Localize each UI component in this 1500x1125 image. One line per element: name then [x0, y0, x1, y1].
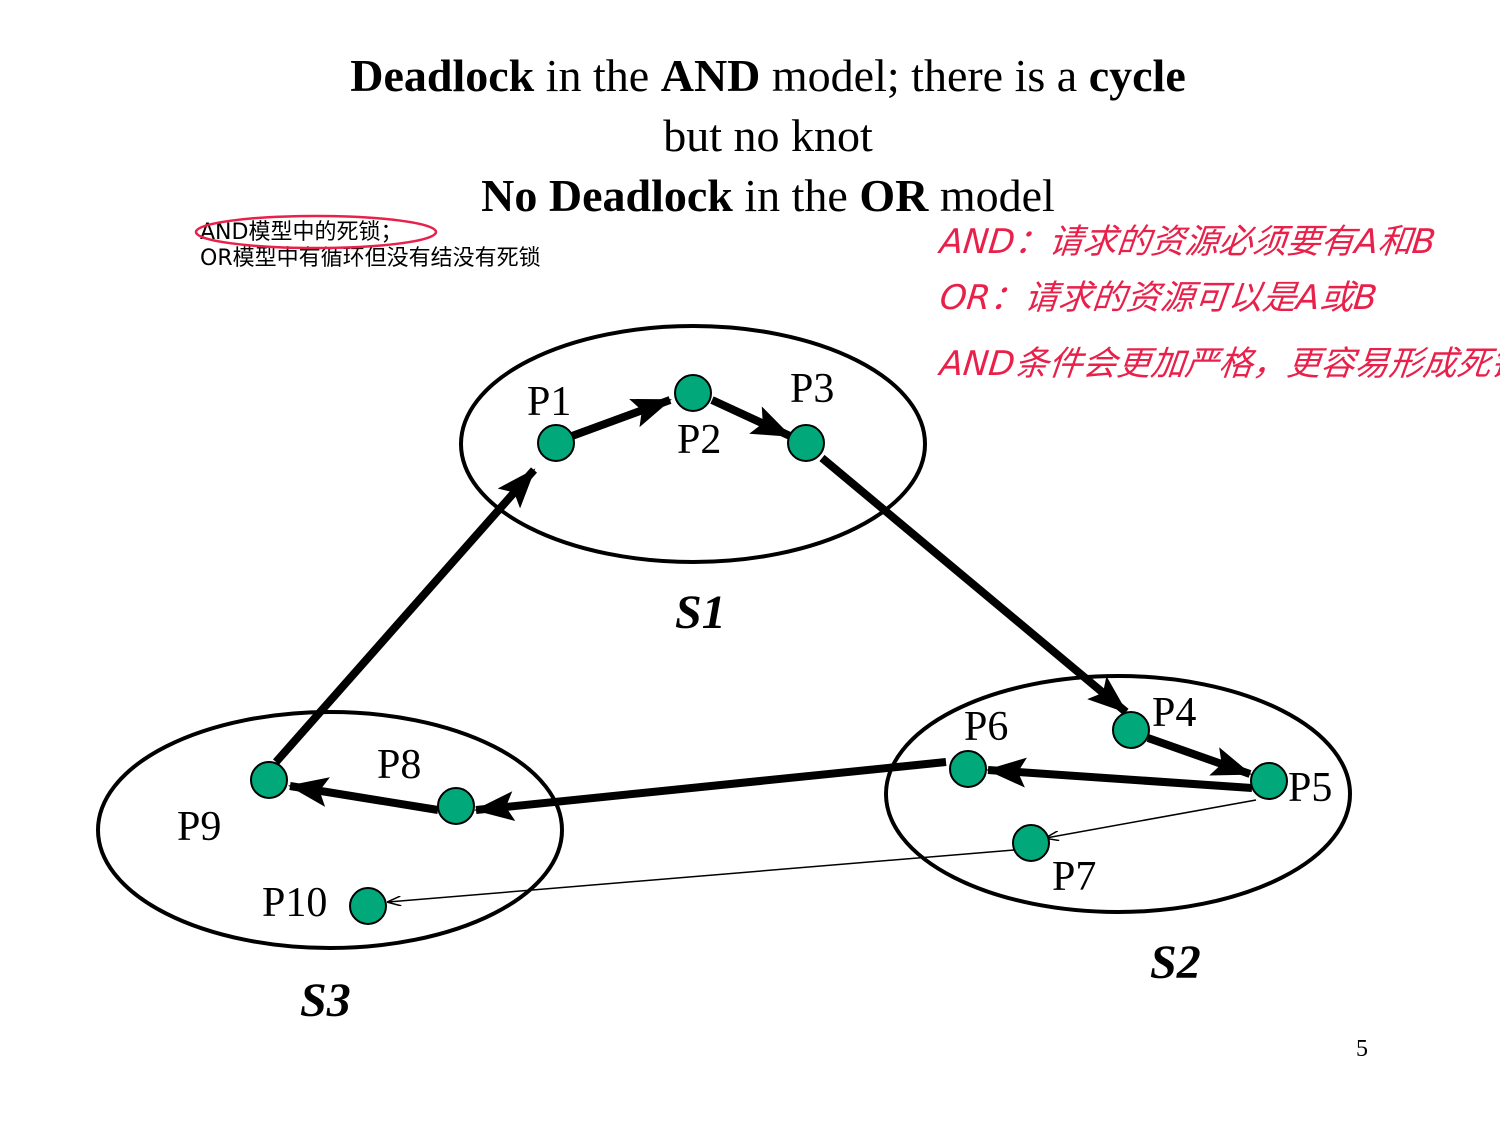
site-s2-ellipse [884, 674, 1352, 914]
node-p2 [674, 374, 712, 412]
label-p6: P6 [964, 704, 1008, 750]
edge-p2-p3 [710, 396, 792, 440]
title-and: AND [660, 50, 761, 101]
title-line-2: but no knot [663, 110, 873, 161]
edge-p7-p10 [388, 849, 1015, 902]
title-line-1: Deadlock in the AND model; there is a cy… [0, 48, 1500, 104]
site-s3-ellipse [96, 710, 564, 950]
page-number: 5 [1356, 1036, 1368, 1062]
edge-p6-p8 [474, 758, 947, 822]
title-no-deadlock: No Deadlock [481, 170, 733, 221]
label-p9: P9 [177, 804, 221, 850]
edge-p9-p1 [273, 467, 537, 765]
edge-p8-p9 [288, 777, 439, 814]
label-s1: S1 [675, 586, 726, 639]
label-p3: P3 [790, 366, 834, 412]
label-p10: P10 [262, 880, 327, 926]
label-p1: P1 [527, 379, 571, 425]
title-text: model [928, 170, 1055, 221]
node-p8 [437, 787, 475, 825]
site-s1-ellipse [459, 324, 927, 564]
edge-p5-p6 [986, 757, 1253, 792]
node-p10 [349, 887, 387, 925]
label-s2: S2 [1150, 936, 1201, 989]
label-p7: P7 [1052, 854, 1096, 900]
edge-p3-p4 [819, 454, 1129, 716]
title-cycle: cycle [1088, 50, 1186, 101]
title-text: in the [534, 50, 661, 101]
note-and-deadlock: AND模型中的死锁； [200, 220, 403, 245]
highlight-circle [194, 214, 438, 250]
label-s3: S3 [300, 974, 351, 1027]
label-p4: P4 [1152, 690, 1196, 736]
note-or-no-deadlock: OR模型中有循环但没有结没有死锁 [200, 246, 541, 271]
title-deadlock: Deadlock [350, 50, 535, 101]
node-p1 [537, 424, 575, 462]
title-text: model; there is a [760, 50, 1089, 101]
label-p8: P8 [377, 742, 421, 788]
node-p9 [250, 761, 288, 799]
node-p4 [1112, 711, 1150, 749]
node-p6 [949, 750, 987, 788]
edge-p1-p2 [570, 396, 672, 440]
edge-p4-p5 [1146, 734, 1252, 778]
title-text: in the [732, 170, 860, 221]
title-or: OR [859, 170, 929, 221]
edge-p5-p7 [1046, 799, 1257, 838]
node-p7 [1012, 824, 1050, 862]
node-p3 [787, 424, 825, 462]
node-p5 [1250, 762, 1288, 800]
label-p5: P5 [1288, 765, 1332, 811]
title-line-3: No Deadlock in the OR model [0, 168, 1500, 224]
label-p2: P2 [677, 417, 721, 463]
